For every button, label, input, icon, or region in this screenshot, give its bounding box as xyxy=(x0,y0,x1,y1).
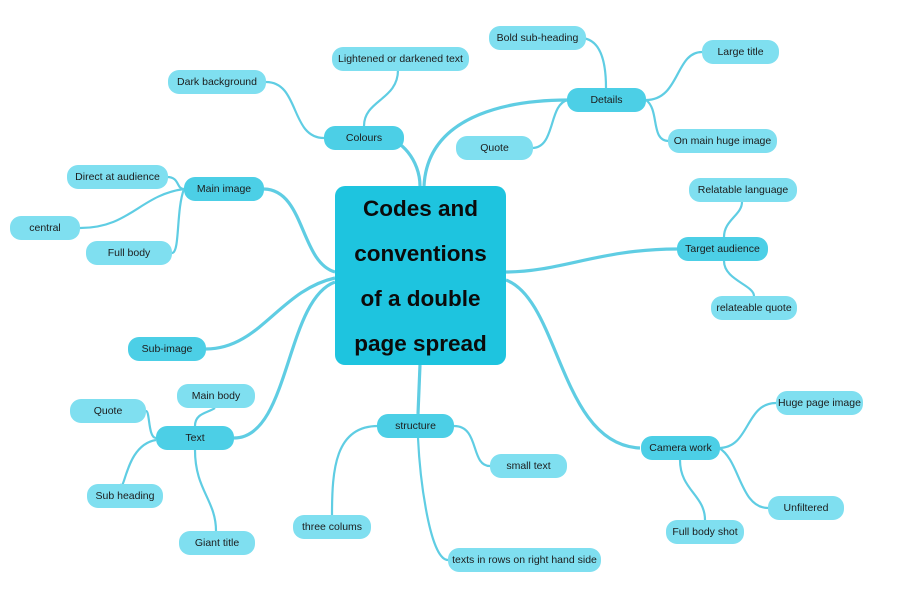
leaf-full-body[interactable]: Full body xyxy=(86,241,172,265)
connector-large-title xyxy=(645,50,703,102)
leaf-label: Large title xyxy=(717,46,764,58)
connector-giant-title xyxy=(193,449,218,532)
central-topic-label: Codes and conventions of a double page s… xyxy=(354,195,487,356)
leaf-giant-title[interactable]: Giant title xyxy=(179,531,255,555)
leaf-label: Giant title xyxy=(194,537,240,549)
connector-unfiltered xyxy=(718,447,769,510)
leaf-lightened-or-darkened-text[interactable]: Lightened or darkened text xyxy=(332,47,469,71)
leaf-texts-in-rows[interactable]: texts in rows on right hand side xyxy=(448,548,601,572)
leaf-label: Full body xyxy=(107,247,151,259)
branch-target-audience[interactable]: Target audience xyxy=(677,237,768,261)
leaf-large-title[interactable]: Large title xyxy=(702,40,779,64)
connector-details xyxy=(422,98,569,187)
connector-direct-at-audience xyxy=(166,175,185,191)
connector-sub-image xyxy=(205,276,336,351)
leaf-label: relateable quote xyxy=(716,302,792,314)
branch-target-audience-label: Target audience xyxy=(685,243,760,255)
leaf-central[interactable]: central xyxy=(10,216,80,240)
leaf-label: Relatable language xyxy=(697,184,789,196)
leaf-label: Dark background xyxy=(177,76,257,88)
branch-colours-label: Colours xyxy=(345,132,383,144)
branch-colours[interactable]: Colours xyxy=(324,126,404,150)
connector-dark-background xyxy=(265,80,325,140)
connector-bold-subheading xyxy=(579,36,608,89)
branch-camera-work-label: Camera work xyxy=(649,442,712,454)
leaf-label: texts in rows on right hand side xyxy=(452,554,597,566)
leaf-quote-text[interactable]: Quote xyxy=(70,399,146,423)
central-topic[interactable]: Codes and conventions of a double page s… xyxy=(335,186,506,365)
connector-small-text xyxy=(453,424,491,468)
leaf-label: Huge page image xyxy=(778,397,861,409)
connector-relatable-language xyxy=(722,201,744,238)
leaf-small-text[interactable]: small text xyxy=(490,454,567,478)
leaf-label: Bold sub-heading xyxy=(496,32,579,44)
branch-structure[interactable]: structure xyxy=(377,414,454,438)
leaf-label: Full body shot xyxy=(672,526,738,538)
leaf-label: Sub heading xyxy=(95,490,155,502)
branch-camera-work[interactable]: Camera work xyxy=(641,436,720,460)
leaf-bold-sub-heading[interactable]: Bold sub-heading xyxy=(489,26,586,50)
connector-main-image xyxy=(263,187,336,274)
leaf-label: three colums xyxy=(301,521,363,533)
connector-quote-text xyxy=(144,409,157,440)
leaf-sub-heading[interactable]: Sub heading xyxy=(87,484,163,508)
connector-main-body xyxy=(193,407,216,427)
leaf-relatable-language[interactable]: Relatable language xyxy=(689,178,797,202)
leaf-label: Lightened or darkened text xyxy=(338,53,463,65)
leaf-unfiltered[interactable]: Unfiltered xyxy=(768,496,844,520)
leaf-huge-page-image[interactable]: Huge page image xyxy=(776,391,863,415)
leaf-label: Unfiltered xyxy=(783,502,829,514)
leaf-label: Main body xyxy=(191,390,241,402)
branch-main-image[interactable]: Main image xyxy=(184,177,264,201)
leaf-full-body-shot[interactable]: Full body shot xyxy=(666,520,744,544)
branch-text[interactable]: Text xyxy=(156,426,234,450)
leaf-main-body[interactable]: Main body xyxy=(177,384,255,408)
leaf-quote-details[interactable]: Quote xyxy=(456,136,533,160)
connector-relateable-quote xyxy=(722,260,756,297)
branch-main-image-label: Main image xyxy=(196,183,252,195)
leaf-dark-background[interactable]: Dark background xyxy=(168,70,266,94)
connector-camera-work xyxy=(505,278,641,450)
leaf-label: Quote xyxy=(93,405,123,417)
leaf-on-main-huge-image[interactable]: On main huge image xyxy=(668,129,777,153)
connector-full-body xyxy=(171,188,186,255)
leaf-direct-at-audience[interactable]: Direct at audience xyxy=(67,165,168,189)
branch-details-label: Details xyxy=(590,94,623,106)
connector-texts-in-rows xyxy=(416,437,449,562)
connector-target-audience xyxy=(505,247,678,274)
branch-details[interactable]: Details xyxy=(567,88,646,112)
leaf-relateable-quote[interactable]: relateable quote xyxy=(711,296,797,320)
connector-full-body-shot xyxy=(678,459,707,521)
connector-lightened-text xyxy=(362,69,400,127)
connector-sub-heading xyxy=(118,438,157,487)
connector-huge-page-image xyxy=(718,401,777,450)
leaf-three-colums[interactable]: three colums xyxy=(293,515,371,539)
leaf-label: On main huge image xyxy=(673,135,772,147)
leaf-label: Quote xyxy=(480,142,509,154)
connector-structure xyxy=(416,364,422,415)
connector-three-colums xyxy=(330,424,379,516)
connector-on-main-image xyxy=(645,99,670,143)
leaf-label: central xyxy=(29,222,61,234)
leaf-label: small text xyxy=(506,460,551,472)
branch-text-label: Text xyxy=(185,432,205,444)
branch-sub-image[interactable]: Sub-image xyxy=(128,337,206,361)
connector-central xyxy=(79,187,185,230)
leaf-label: Direct at audience xyxy=(75,171,160,183)
branch-structure-label: structure xyxy=(395,420,436,432)
connector-text xyxy=(233,280,336,440)
branch-sub-image-label: Sub-image xyxy=(141,343,193,355)
connector-quote-details xyxy=(531,98,569,150)
